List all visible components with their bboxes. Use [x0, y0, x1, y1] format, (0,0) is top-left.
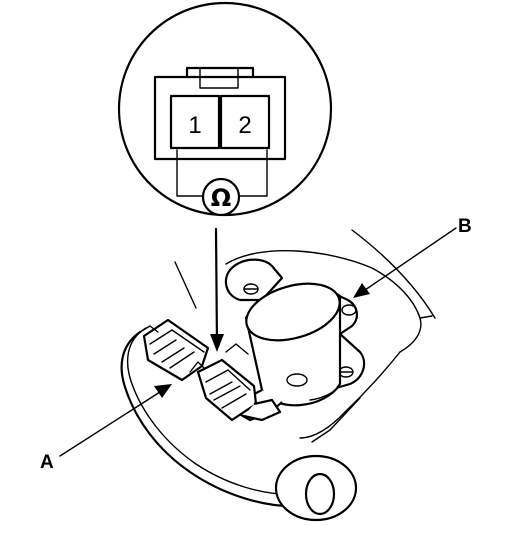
- connector-latch: [185, 66, 255, 79]
- connector-detail-inset: 1 2 Ω: [117, 1, 333, 217]
- test-lead-2: [238, 149, 268, 197]
- label-b: B: [458, 216, 472, 237]
- solenoid-connector: [196, 343, 282, 422]
- test-lead-1: [176, 149, 204, 197]
- harness-grommet: [274, 454, 358, 522]
- pin-2-label: 2: [238, 112, 251, 139]
- terminal-cavity-2: [219, 94, 271, 150]
- label-a: A: [40, 452, 54, 473]
- callout-leader-b: [353, 227, 457, 298]
- callout-leader-a: [59, 384, 172, 457]
- inset-pointer-arrow: [210, 227, 224, 352]
- transmission-housing: [174, 229, 436, 443]
- pin-1-label: 1: [188, 112, 201, 139]
- ohm-symbol-label: Ω: [211, 184, 231, 212]
- harness-connector-a: [139, 318, 210, 382]
- solenoid-valve-b: [234, 282, 342, 422]
- connector-face: [153, 75, 287, 161]
- ohmmeter-symbol: [201, 177, 241, 217]
- terminal-cavity-1: [169, 94, 221, 150]
